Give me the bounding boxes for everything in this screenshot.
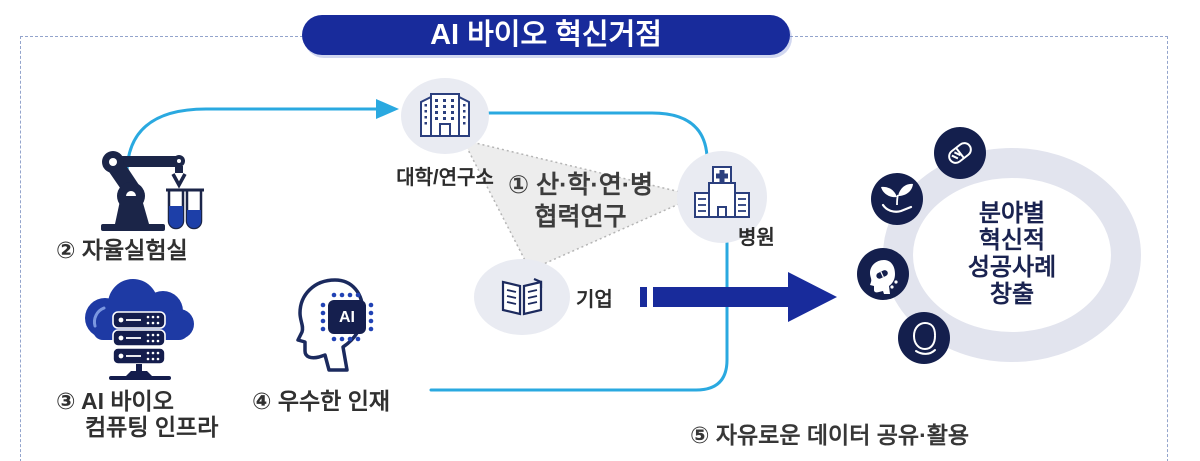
company-ledger-icon — [501, 277, 543, 316]
pill-head-icon — [857, 248, 909, 300]
collaboration-label-line2: 협력연구 — [534, 203, 627, 231]
outcome-label: 분야별 혁신적 성공사례 창출 — [937, 200, 1087, 308]
university-label: 대학/연구소 — [396, 167, 494, 189]
sprout-hand-icon — [871, 173, 923, 225]
infra-label-line2: 컴퓨팅 인프라 — [85, 414, 219, 440]
outcome-line2: 혁신적 — [978, 227, 1046, 254]
outcome-line3: 성공사례 — [967, 254, 1057, 281]
data-sharing-note: ⑤ 자유로운 데이터 공유·활용 — [690, 422, 970, 448]
connector-hospital-to-talent — [429, 241, 729, 392]
capsule-icon — [934, 127, 986, 179]
outcome-line1: 분야별 — [978, 200, 1046, 227]
diagram-title: AI 바이오 혁신거점 — [430, 19, 662, 51]
ai-head-icon: AI — [296, 278, 374, 372]
talent-label: ④ 우수한 인재 — [252, 388, 391, 414]
collaboration-label: ① 산·학·연·병 협력연구 — [493, 169, 668, 233]
flow-arrow-bar — [640, 287, 647, 307]
outcome-line4: 창출 — [989, 281, 1035, 308]
flow-arrow — [653, 272, 837, 322]
collaboration-triangle — [461, 138, 700, 271]
infra-label-line1: ③ AI 바이오 — [56, 388, 174, 414]
hospital-icon — [694, 166, 750, 218]
connector-university-to-hospital — [487, 111, 709, 158]
company-node-circle — [474, 259, 570, 335]
ai-chip-label: AI — [339, 309, 355, 326]
university-building-icon — [420, 93, 470, 137]
title-pill: AI 바이오 혁신거점 — [302, 15, 790, 55]
collaboration-label-line1: ① 산·학·연·병 — [507, 171, 654, 199]
company-label: 기업 — [576, 289, 613, 311]
lab-label: ② 자율실험실 — [56, 237, 188, 263]
face-care-icon — [898, 312, 950, 364]
robot-arm-icon — [101, 151, 204, 231]
cloud-server-icon — [85, 279, 194, 380]
connector-arrowhead-icon — [376, 99, 399, 119]
hospital-label: 병원 — [738, 227, 775, 249]
